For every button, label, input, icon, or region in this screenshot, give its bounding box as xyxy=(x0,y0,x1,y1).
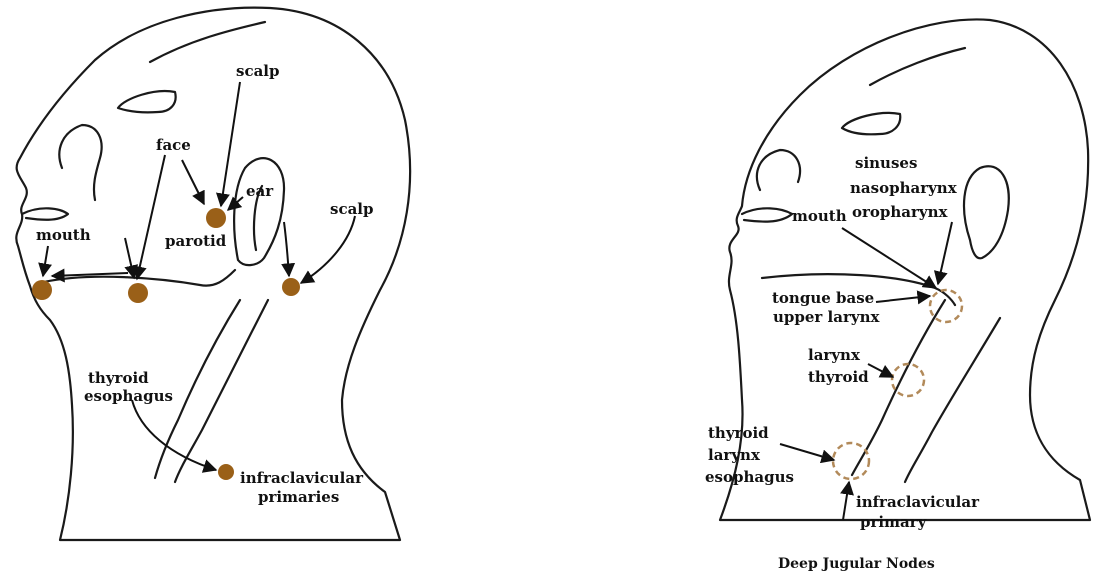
right-label-thyroid-low: thyroid xyxy=(708,424,769,442)
left-label-scalp-top: scalp xyxy=(236,62,279,80)
right-label-oropharynx: oropharynx xyxy=(852,203,949,221)
left-label-mouth: mouth xyxy=(36,226,91,244)
left-label-face: face xyxy=(156,136,191,154)
left-node-supraclavicular xyxy=(218,464,234,480)
right-ear xyxy=(964,166,1009,258)
right-label-upper-larynx: upper larynx xyxy=(773,308,880,326)
left-label-esophagus: esophagus xyxy=(84,387,173,405)
right-label-larynx-low: larynx xyxy=(708,446,761,464)
right-head-silhouette xyxy=(720,19,1090,520)
right-arrow-tongue-base xyxy=(876,296,930,302)
left-arrow-mouth xyxy=(43,246,48,276)
left-arrow-short xyxy=(125,238,134,278)
right-label-tongue-base: tongue base xyxy=(772,289,874,307)
left-arrow-mouth-jaw xyxy=(52,273,128,276)
right-caption: Deep Jugular Nodes xyxy=(778,556,935,572)
left-node-submental xyxy=(32,280,52,300)
right-node-low-jugular xyxy=(833,443,869,479)
right-nose-line xyxy=(757,150,800,190)
left-arrow-face-1 xyxy=(137,155,165,279)
left-ear xyxy=(234,158,284,265)
right-label-larynx: larynx xyxy=(808,346,861,364)
right-label-esophagus-low: esophagus xyxy=(705,468,794,486)
left-arrow-face-2 xyxy=(182,160,204,204)
left-arrow-ear-down xyxy=(284,222,289,276)
right-arrow-mouth xyxy=(842,228,936,288)
right-arrow-larynx xyxy=(868,364,893,377)
right-label-nasopharynx: nasopharynx xyxy=(850,179,958,197)
right-neck-line-1 xyxy=(852,300,945,475)
left-lips xyxy=(22,208,68,219)
left-head-panel: scalp face ear scalp mouth parotid thyro… xyxy=(16,8,410,540)
right-head-panel: sinuses nasopharynx oropharynx mouth ton… xyxy=(705,19,1090,572)
right-eyebrow xyxy=(870,48,965,85)
right-arrow-thyroid-low xyxy=(780,444,834,460)
right-arrow-infraclavicular xyxy=(843,482,849,520)
right-label-infraclavicular: infraclavicular xyxy=(856,493,980,511)
left-label-infraclavicular: infraclavicular xyxy=(240,469,364,487)
left-head-silhouette xyxy=(16,8,410,540)
right-label-thyroid: thyroid xyxy=(808,368,869,386)
left-label-primaries: primaries xyxy=(258,488,339,506)
right-label-primary: primary xyxy=(860,513,928,531)
right-label-mouth: mouth xyxy=(792,207,847,225)
right-arrow-sinuses xyxy=(938,222,952,284)
left-label-thyroid: thyroid xyxy=(88,369,149,387)
left-nose-line xyxy=(59,125,101,200)
left-node-submandibular xyxy=(128,283,148,303)
left-eyebrow xyxy=(150,22,265,62)
right-lips xyxy=(742,208,792,221)
left-label-scalp-right: scalp xyxy=(330,200,373,218)
left-eye xyxy=(118,91,176,112)
left-node-parotid xyxy=(206,208,226,228)
left-arrow-scalp-right xyxy=(301,216,355,283)
right-label-sinuses: sinuses xyxy=(855,154,917,172)
left-label-parotid: parotid xyxy=(165,232,227,250)
left-node-occipital xyxy=(282,278,300,296)
right-node-mid-jugular xyxy=(892,364,924,396)
left-label-ear: ear xyxy=(246,182,274,200)
left-arrow-thyroid xyxy=(132,400,216,470)
left-neck-line-2 xyxy=(175,300,268,482)
right-eye xyxy=(842,113,900,134)
